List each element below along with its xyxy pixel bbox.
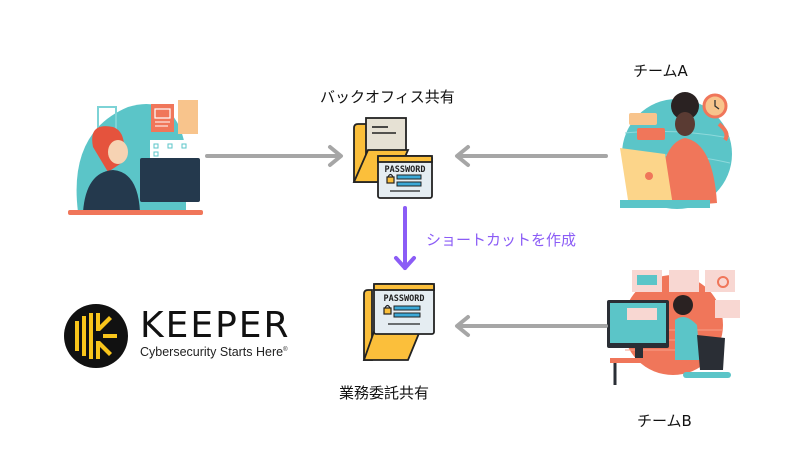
arrow-teamB-to-outsourcing [455, 315, 608, 337]
team-b-label: チームB [637, 412, 692, 430]
developer-illustration [605, 270, 740, 395]
password-title: PASSWORD [385, 165, 426, 175]
arrow-teamA-to-backoffice [455, 145, 608, 167]
tagline-text: Cybersecurity Starts Here [140, 345, 284, 359]
keeper-logo-icon [63, 303, 129, 369]
arrow-shortcut [394, 206, 416, 270]
password-title: PASSWORD [384, 294, 425, 304]
brand-name: KEEPER [140, 305, 291, 346]
shortcut-label: ショートカットを作成 [426, 231, 577, 249]
back-office-label: バックオフィス共有 [320, 88, 455, 106]
brand-block: KEEPER Cybersecurity Starts Here® [140, 305, 291, 360]
team-a-label: チームA [633, 62, 688, 80]
remote-worker-illustration [605, 88, 740, 218]
arrow-left-to-backoffice [205, 145, 343, 167]
trademark: ® [283, 346, 288, 353]
office-worker-illustration [68, 92, 203, 217]
outsourcing-folder-icon: PASSWORD [362, 282, 438, 364]
back-office-folder-icon: PASSWORD [352, 116, 434, 200]
brand-tagline: Cybersecurity Starts Here® [140, 345, 291, 359]
outsourcing-label: 業務委託共有 [339, 384, 430, 402]
